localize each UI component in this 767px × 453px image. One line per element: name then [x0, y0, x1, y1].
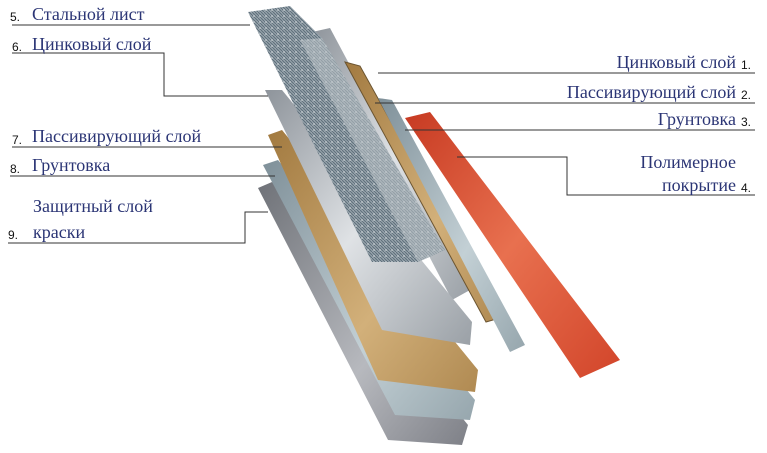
- label-polymer-line1: Полимерное: [640, 152, 736, 172]
- right-primer-layer: [378, 98, 525, 352]
- label-zinc-right: Цинковый слой: [616, 52, 736, 72]
- label-primer-left: Грунтовка: [32, 155, 111, 175]
- label-zinc-left: Цинковый слой: [32, 34, 152, 54]
- label-paint-line2: краски: [33, 222, 86, 242]
- label-3-number: 3.: [741, 115, 752, 129]
- label-passivating-right: Пассивирующий слой: [566, 82, 736, 102]
- label-steel-sheet: Стальной лист: [32, 4, 145, 24]
- label-2-number: 2.: [741, 88, 752, 102]
- label-1-number: 1.: [741, 58, 752, 72]
- label-8-number: 8.: [10, 162, 21, 176]
- label-5-number: 5.: [10, 10, 21, 24]
- label-9-number: 9.: [8, 228, 19, 242]
- label-4-number: 4.: [741, 181, 752, 195]
- right-polymer-layer: [405, 112, 620, 378]
- leader-lines: [8, 24, 755, 244]
- label-polymer-line2: покрытие: [662, 175, 736, 195]
- steel-sheet-edge: [300, 38, 445, 262]
- label-7-number: 7.: [12, 133, 23, 147]
- label-passivating-left: Пассивирующий слой: [32, 126, 202, 146]
- label-6-number: 6.: [12, 40, 23, 54]
- label-paint-line1: Защитный слой: [33, 196, 153, 216]
- label-primer-right: Грунтовка: [657, 109, 736, 129]
